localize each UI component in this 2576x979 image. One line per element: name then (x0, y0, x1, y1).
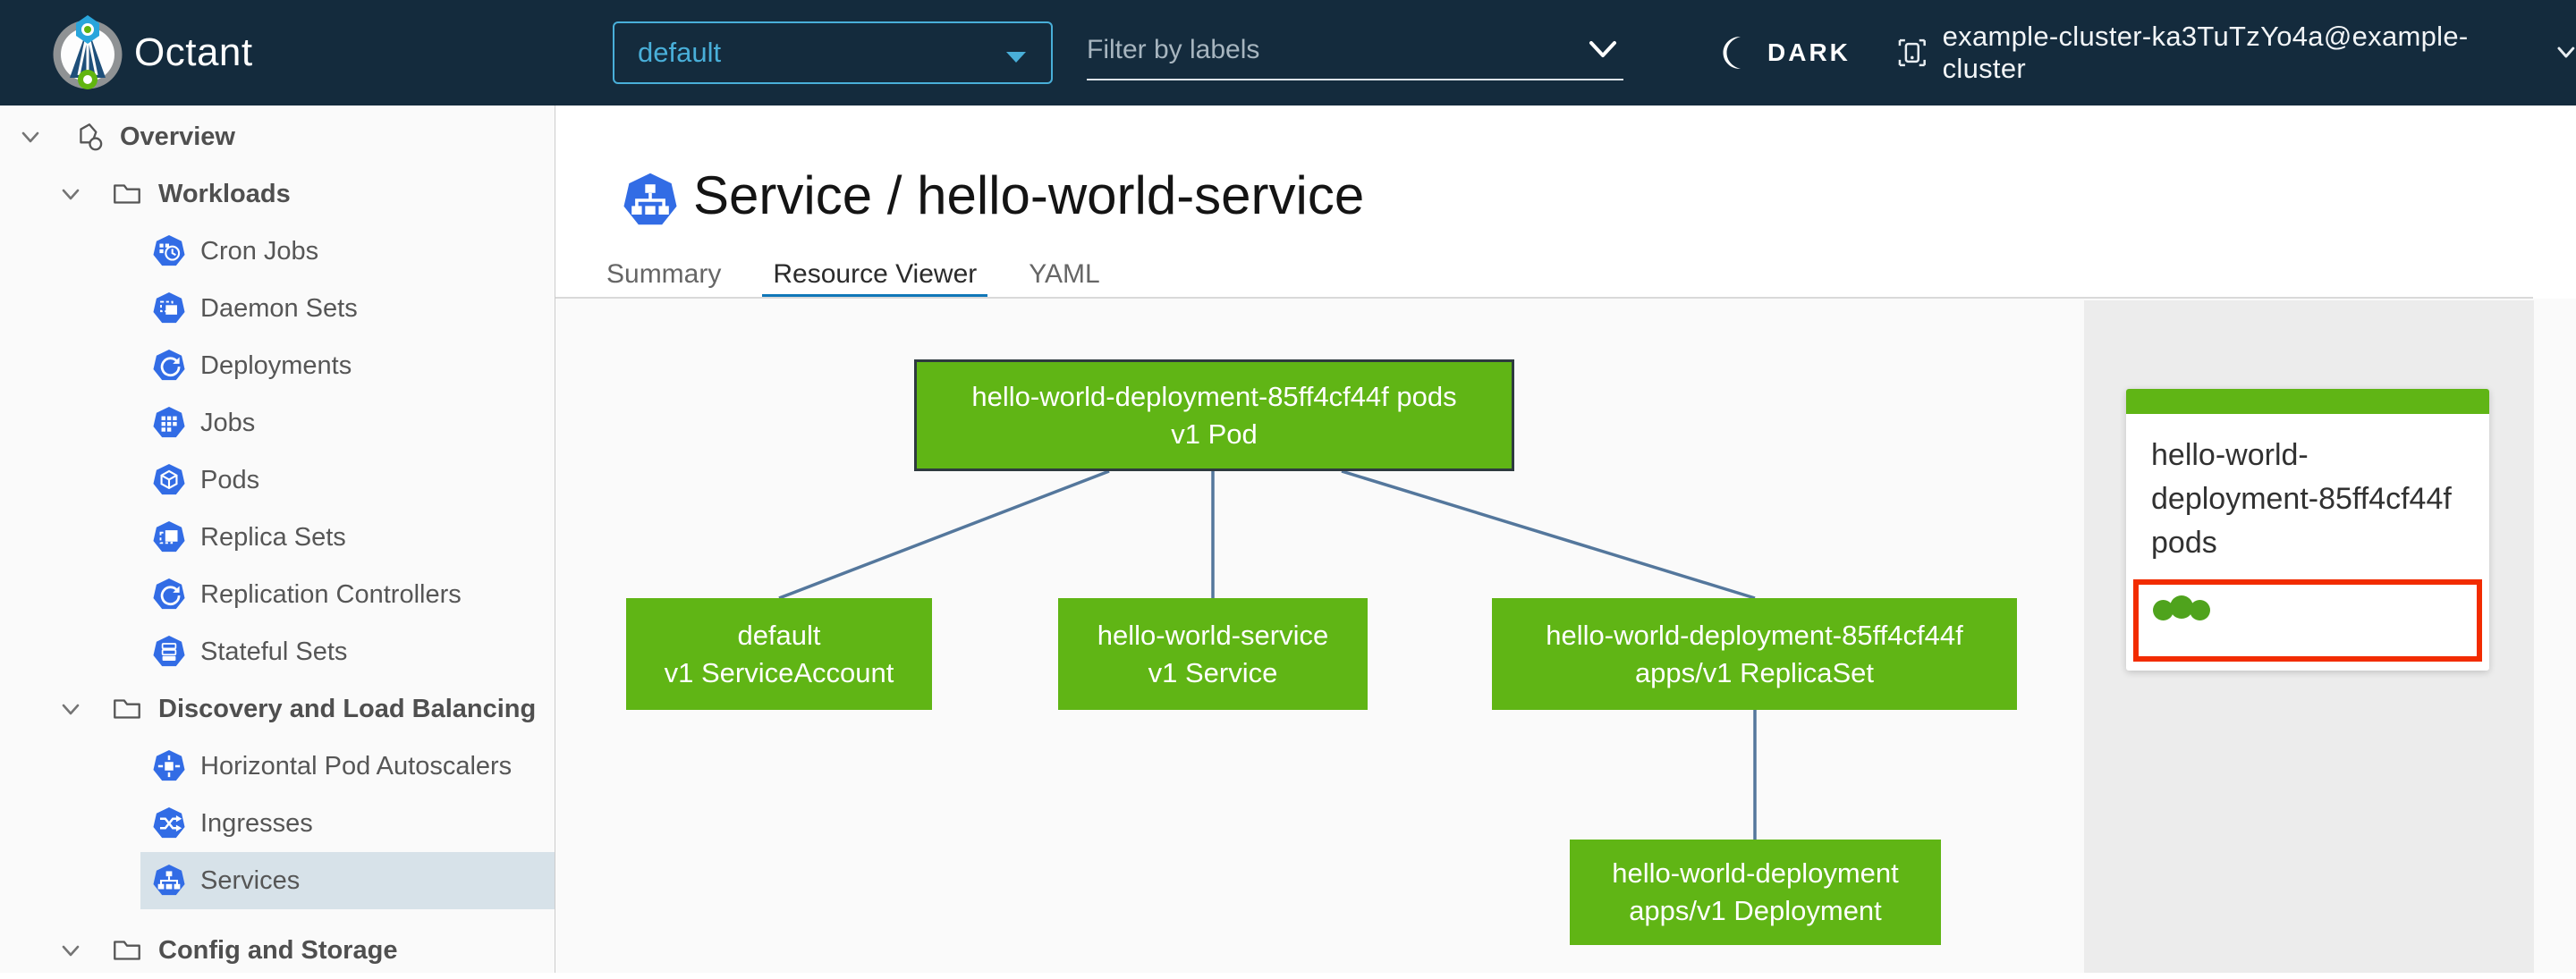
chevron-down-icon (2557, 46, 2575, 58)
sidebar-item-replication-controllers[interactable]: Replication Controllers (0, 566, 555, 623)
overview-icon (73, 120, 107, 154)
folder-icon (110, 177, 144, 211)
card-title: hello-world-deployment-85ff4cf44f pods (2151, 438, 2452, 560)
node-name: hello-world-service (1097, 619, 1329, 651)
page-title: Service / hello-world-service (693, 165, 1365, 225)
sidebar-item-services[interactable]: Services (0, 852, 555, 909)
ingresses-icon (152, 806, 186, 840)
sidebar-item-config-and-storage[interactable]: Config and Storage (0, 922, 555, 979)
node-name: default (737, 619, 821, 651)
service-icon (623, 173, 677, 225)
cluster-context-selector[interactable]: example-cluster-ka3TuTzYo4a@example-clus… (1894, 0, 2576, 105)
sidebar-item-stateful-sets[interactable]: Stateful Sets (0, 623, 555, 680)
graph-node-pod[interactable]: hello-world-deployment-85ff4cf44f pods v1… (914, 359, 1514, 471)
services-icon (152, 864, 186, 898)
sidebar-item-label: Jobs (200, 408, 256, 437)
sidebar-item-label: Workloads (158, 179, 291, 208)
dark-mode-toggle[interactable]: DARK (1719, 0, 1851, 105)
octant-logo-icon (53, 15, 123, 89)
sidebar-item-label: Pods (200, 465, 260, 494)
sidebar-item-horizontal-pod-autoscalers[interactable]: Horizontal Pod Autoscalers (0, 738, 555, 795)
node-kind: v1 Service (1148, 656, 1278, 688)
app-title: Octant (134, 30, 253, 74)
deployments-icon (152, 349, 186, 383)
tab-yaml[interactable]: YAML (1029, 259, 1100, 289)
chevron-down-icon[interactable] (1588, 39, 1618, 61)
node-name: hello-world-deployment-85ff4cf44f (1546, 619, 1963, 651)
sidebar-item-label: Deployments (200, 350, 352, 380)
sidebar-item-label: Discovery and Load Balancing (158, 694, 537, 723)
jobs-icon (152, 406, 186, 440)
sidebar-item-label: Ingresses (200, 808, 313, 838)
tab-resource-viewer[interactable]: Resource Viewer (762, 257, 988, 302)
label-filter (1087, 25, 1623, 80)
tab-summary[interactable]: Summary (606, 259, 722, 289)
side-panel: hello-world-deployment-85ff4cf44f pods (2084, 300, 2534, 973)
sidebar-item-jobs[interactable]: Jobs (0, 394, 555, 452)
sidebar-item-overview[interactable]: Overview (0, 108, 555, 165)
sidebar-item-daemon-sets[interactable]: Daemon Sets (0, 280, 555, 337)
sidebar-item-cron-jobs[interactable]: Cron Jobs (0, 223, 555, 280)
sidebar-item-discovery-and-load-balancing[interactable]: Discovery and Load Balancing (0, 680, 555, 738)
sidebar-item-label: Stateful Sets (200, 637, 348, 666)
graph-node-replicaset[interactable]: hello-world-deployment-85ff4cf44f apps/v1… (1492, 598, 2017, 710)
sidebar-item-workloads[interactable]: Workloads (0, 165, 555, 223)
daemon-sets-icon (152, 291, 186, 325)
stateful-sets-icon (152, 635, 186, 669)
graph-edges (778, 469, 1757, 840)
sidebar-item-label: Replica Sets (200, 522, 346, 552)
sidebar-item-label: Cron Jobs (200, 236, 319, 266)
sidebar-item-pods[interactable]: Pods (0, 452, 555, 509)
pod-status-selection[interactable] (2133, 579, 2482, 662)
folder-icon (110, 692, 144, 726)
cluster-icon (1898, 38, 1926, 67)
chevron-down-icon[interactable] (14, 121, 47, 153)
node-kind: v1 Pod (1171, 418, 1258, 450)
replica-sets-icon (152, 520, 186, 554)
sidebar-item-label: Daemon Sets (200, 293, 358, 323)
node-kind: apps/v1 ReplicaSet (1634, 656, 1875, 688)
sidebar-item-label: Services (200, 865, 301, 895)
resource-detail-card: hello-world-deployment-85ff4cf44f pods (2126, 389, 2489, 671)
pod-ok-dot[interactable] (2190, 600, 2210, 620)
namespace-selected-value: default (638, 37, 722, 68)
caret-down-icon (1006, 52, 1026, 63)
horizontal-pod-autoscalers-icon (152, 749, 186, 783)
sidebar-item-ingresses[interactable]: Ingresses (0, 795, 555, 852)
sidebar-item-deployments[interactable]: Deployments (0, 337, 555, 394)
sidebar-item-label: Horizontal Pod Autoscalers (200, 751, 513, 781)
pod-ok-dot[interactable] (2153, 600, 2174, 620)
graph-node-deployment[interactable]: hello-world-deployment apps/v1 Deployment (1570, 840, 1941, 945)
cron-jobs-icon (152, 234, 186, 268)
node-kind: apps/v1 Deployment (1629, 895, 1882, 926)
card-status-bar (2126, 389, 2489, 414)
namespace-selector[interactable]: default (613, 21, 1053, 84)
chevron-down-icon[interactable] (55, 178, 87, 210)
sidebar-item-replica-sets[interactable]: Replica Sets (0, 509, 555, 566)
node-name: hello-world-deployment (1612, 857, 1899, 889)
sidebar-item-label: Replication Controllers (200, 579, 462, 609)
node-kind: v1 ServiceAccount (664, 656, 894, 688)
node-name: hello-world-deployment-85ff4cf44f pods (971, 380, 1457, 412)
graph-node-serviceaccount[interactable]: default v1 ServiceAccount (626, 598, 932, 710)
sidebar-item-label: Overview (120, 122, 235, 151)
cluster-context-value: example-cluster-ka3TuTzYo4a@example-clus… (1942, 21, 2469, 84)
resource-viewer-canvas: hello-world-deployment-85ff4cf44f pods v1… (555, 299, 2576, 973)
moon-icon (1723, 36, 1741, 70)
tab-divider (555, 297, 2533, 299)
pods-icon (152, 463, 186, 497)
tab-bar: Summary Resource Viewer YAML (606, 257, 1152, 302)
pod-ok-dot[interactable] (2170, 595, 2193, 619)
replication-controllers-icon (152, 578, 186, 612)
dark-mode-label: DARK (1767, 38, 1851, 66)
label-filter-input[interactable] (1087, 25, 1570, 75)
folder-icon (110, 933, 144, 967)
graph-node-service[interactable]: hello-world-service v1 Service (1058, 598, 1368, 710)
chevron-down-icon[interactable] (55, 934, 87, 966)
chevron-down-icon[interactable] (55, 693, 87, 725)
app-header: Octant default DARK example-cluster-ka3T… (0, 0, 2576, 105)
page-header: Service / hello-world-service Summary Res… (555, 105, 2576, 302)
sidebar-item-label: Config and Storage (158, 935, 398, 965)
